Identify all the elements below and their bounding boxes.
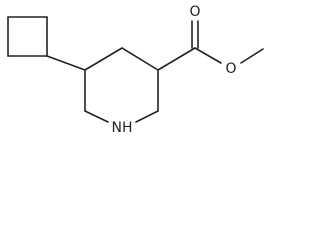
piperidine-bond-c2-n1	[135, 110, 159, 123]
chemical-structure: NH O O	[7, 4, 264, 136]
piperidine-bond-c5-c4	[84, 47, 123, 71]
carbonyl-oxygen-label: O	[189, 4, 200, 20]
ester-bond-carbon-to-oxygen	[194, 47, 222, 64]
cyclobutyl-ring	[7, 16, 48, 57]
piperidine-bond-n1-c6	[84, 110, 109, 123]
ester-bond-ring-to-carbonyl-carbon	[157, 47, 196, 71]
ring-nitrogen-label: NH	[112, 120, 133, 136]
piperidine-bond-c4-c3	[121, 47, 159, 71]
ester-oxygen-label: O	[225, 61, 236, 77]
piperidine-ring	[84, 47, 159, 123]
ester-bond-oxygen-to-methyl	[240, 48, 264, 64]
methyl-ester-group	[157, 20, 264, 71]
cyclobutyl-attachment-bond	[46, 55, 86, 71]
